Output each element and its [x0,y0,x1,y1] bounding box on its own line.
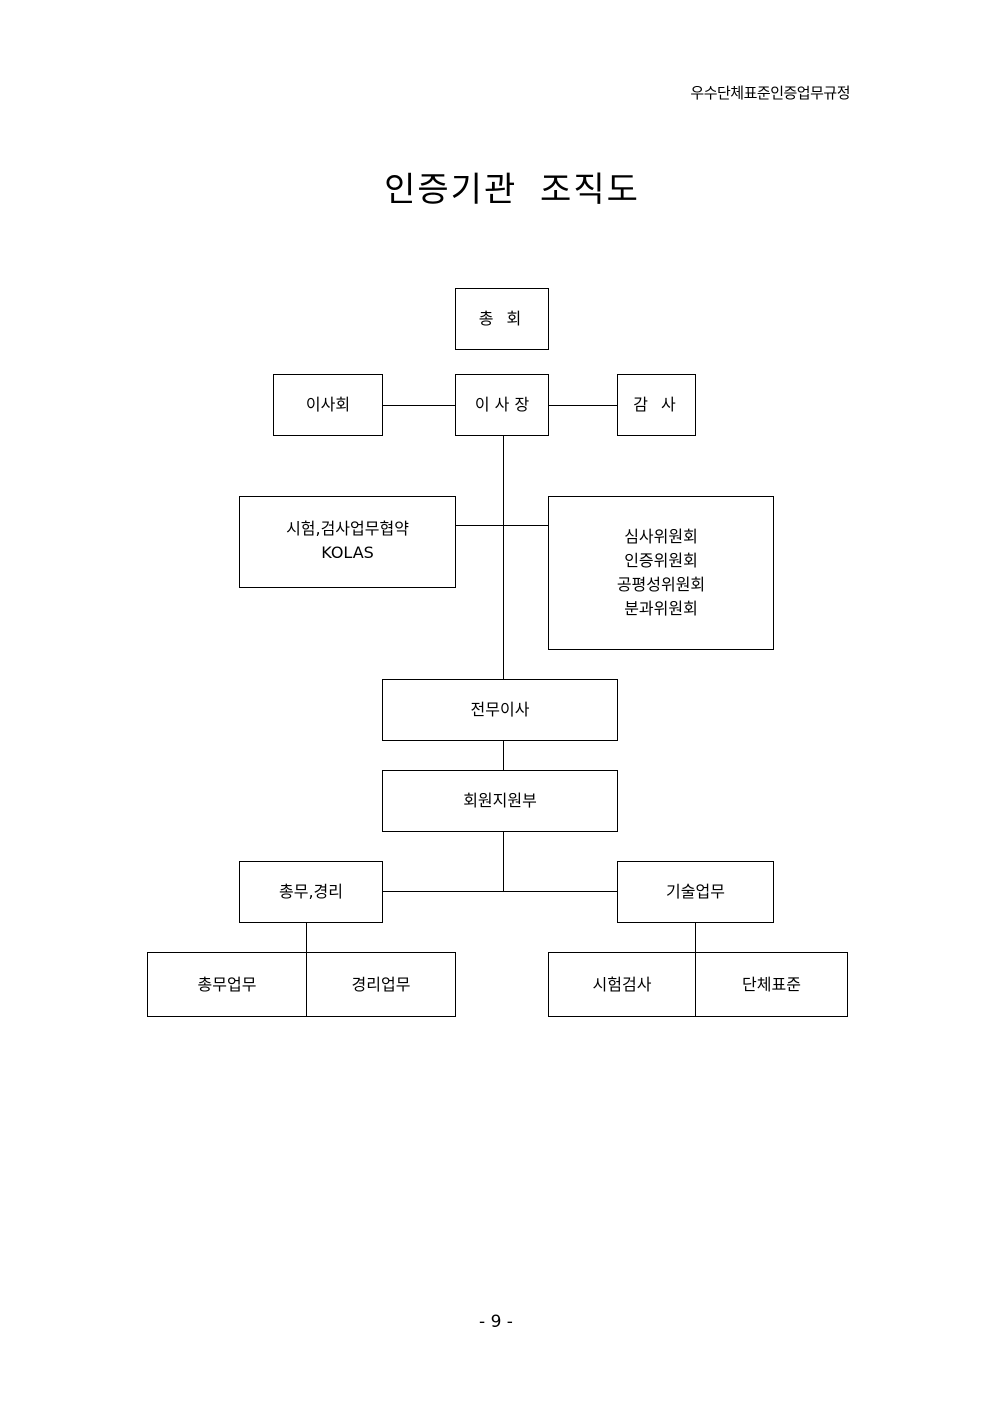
testing-inspection-box: 시험검사 [548,952,696,1017]
connector-split-horizontal [382,891,618,892]
auditor-box: 감 사 [617,374,696,436]
admin-accounting-label: 총무,경리 [279,882,343,901]
accounting-label: 경리업무 [351,974,411,994]
member-support-label: 회원지원부 [463,791,537,810]
committees-box: 심사위원회 인증위원회 공평성위원회 분과위원회 [548,496,774,650]
general-affairs-label: 총무업무 [197,974,257,994]
executive-director-box: 전무이사 [382,679,618,741]
testing-agreement-label: 시험,검사업무협약 [286,519,409,538]
connector-director-support [503,740,504,771]
general-assembly-box: 총 회 [455,288,549,350]
committee-item: 분과위원회 [624,599,698,618]
connector-side-branches [455,525,549,526]
technical-label: 기술업무 [666,882,725,901]
admin-accounting-box: 총무,경리 [239,861,383,923]
connector-chairman-auditor [548,405,618,406]
general-affairs-box: 총무업무 [147,952,307,1017]
board-label: 이사회 [305,395,351,414]
connector-admin-down [306,921,307,953]
connector-main-trunk [503,435,504,680]
technical-box: 기술업무 [617,861,774,923]
page-number: - 9 - [479,1312,513,1332]
page-title: 인증기관 조직도 [384,170,640,210]
committee-item: 인증위원회 [624,551,698,570]
testing-inspection-label: 시험검사 [592,974,652,994]
auditor-label: 감 사 [633,395,680,414]
committee-item: 공평성위원회 [616,575,706,594]
chairman-label: 이 사 장 [474,395,530,414]
kolas-label: KOLAS [321,543,374,562]
member-support-box: 회원지원부 [382,770,618,832]
group-standards-label: 단체표준 [742,974,801,994]
executive-director-label: 전무이사 [470,700,530,719]
connector-support-split [503,831,504,892]
connector-board-chairman [382,405,456,406]
accounting-box: 경리업무 [306,952,456,1017]
group-standards-box: 단체표준 [695,952,848,1017]
testing-agreement-box: 시험,검사업무협약 KOLAS [239,496,456,588]
document-header: 우수단체표준인증업무규정 [690,84,850,102]
committee-item: 심사위원회 [624,527,698,546]
connector-technical-down [695,921,696,953]
general-assembly-label: 총 회 [478,309,526,328]
chairman-box: 이 사 장 [455,374,549,436]
board-box: 이사회 [273,374,383,436]
